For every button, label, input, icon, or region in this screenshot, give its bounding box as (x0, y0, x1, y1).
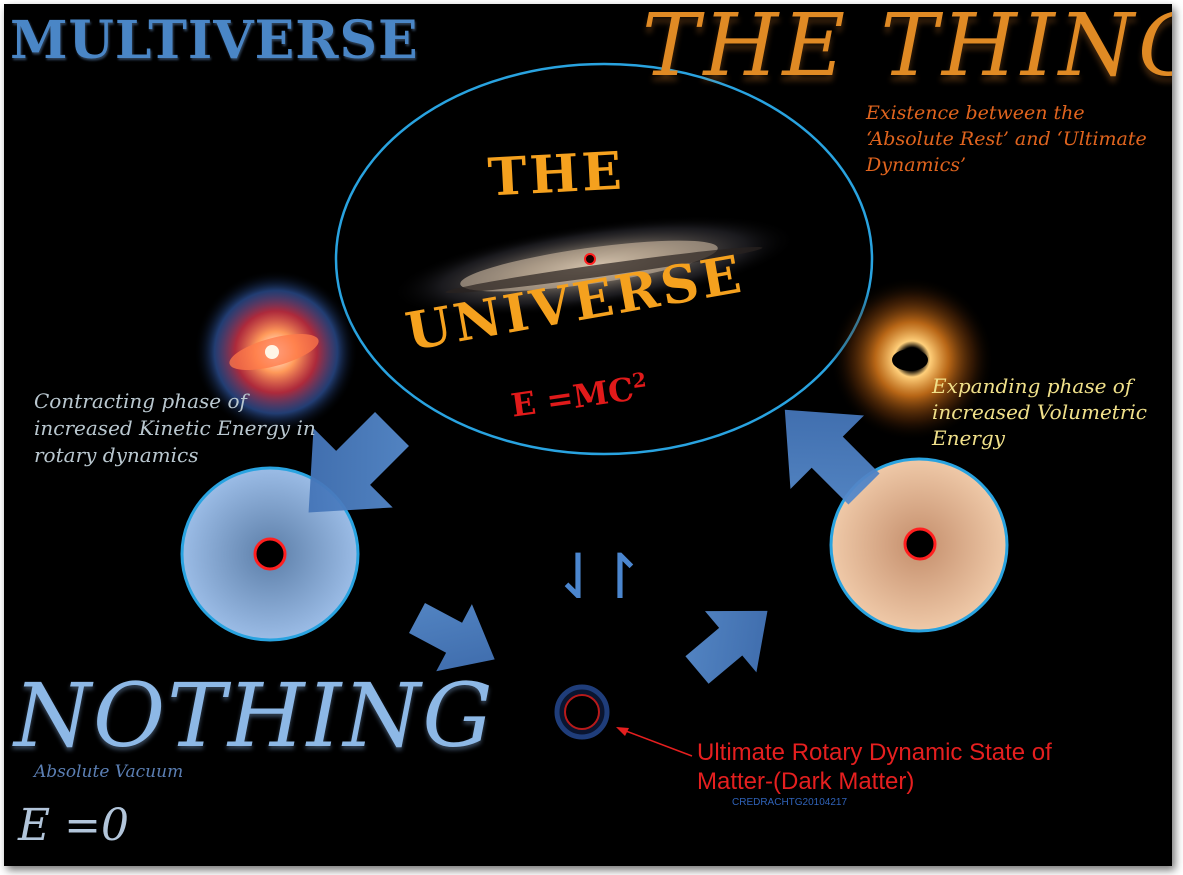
arrow-expanding-to-universe (784, 409, 880, 505)
dark-matter-ring (554, 684, 610, 740)
arrow-contracting-to-dark-matter (409, 602, 495, 672)
universe-center-dot (584, 253, 596, 265)
black-hole-image (830, 277, 994, 441)
expanding-disc (829, 457, 1009, 633)
universe-ellipse (334, 62, 874, 456)
diagram-canvas: ⇃↾ MULTIVERSE THE THING Existence betwee… (4, 4, 1172, 866)
dark-matter-label: Ultimate Rotary Dynamic State of Matter-… (697, 739, 1052, 795)
the-thing-description: Existence between the ‘Absolute Rest’ an… (866, 102, 1147, 176)
credit-text: CREDRACHTG20104217 (732, 797, 848, 808)
nothing-description: Absolute Vacuum (34, 762, 184, 782)
galaxy-image (390, 215, 798, 317)
arrow-universe-to-contracting (308, 412, 409, 513)
arrow-dark-matter-to-expanding (685, 610, 768, 684)
the-thing-title: THE THING (642, 4, 1172, 96)
equilibrium-arrows-icon: ⇃↾ (552, 540, 646, 613)
zero-energy-equation: E =0 (18, 800, 129, 851)
expanding-phase-text: Expanding phase of increased Volumetric … (932, 374, 1147, 450)
universe-title-line1: THE (486, 140, 626, 209)
multiverse-title: MULTIVERSE (10, 10, 419, 71)
nothing-title: NOTHING (14, 664, 495, 767)
dark-matter-pointer-arrow (616, 727, 693, 757)
contracting-phase-text: Contracting phase of increased Kinetic E… (34, 389, 316, 467)
spiral-galaxy-image (194, 270, 358, 434)
diagram-graphics (180, 62, 1009, 757)
